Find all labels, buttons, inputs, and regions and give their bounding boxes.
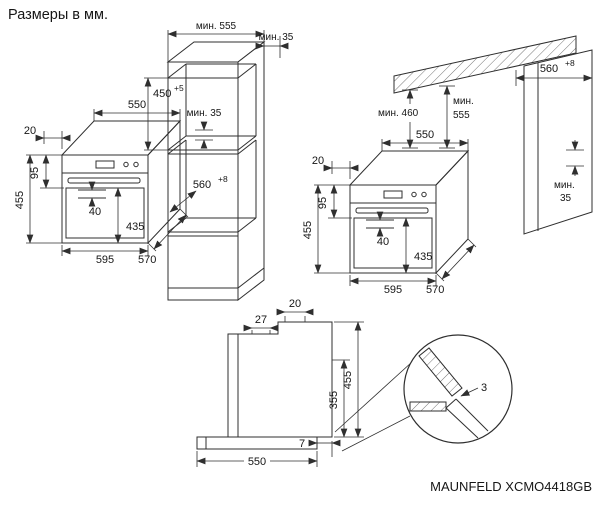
dim-label-27: 27: [255, 314, 267, 326]
dim-right-min460: мин. 460: [378, 89, 419, 149]
oven-body-profile: [227, 321, 333, 438]
dim-label-40: 40: [377, 236, 389, 248]
dim-label-550: 550: [248, 456, 266, 468]
dim-left-570: 570: [138, 208, 189, 266]
oven-handle: [67, 177, 141, 184]
dim-rt-455: 455: [302, 184, 350, 274]
oven-knob: [123, 161, 129, 168]
cabinet-panel-section: [418, 347, 463, 397]
oven-side-view-door-open: 20 27 455 355 7: [196, 298, 364, 468]
dim-right-min555: мин. 555: [439, 85, 474, 149]
dim-label-min-word: мин.: [453, 96, 474, 107]
dim-label-450-tol: +5: [174, 83, 184, 93]
oven-display: [95, 160, 115, 169]
dim-label-570: 570: [138, 254, 156, 266]
dim-rt-20: 20: [312, 155, 359, 179]
dim-rt-595: 595: [349, 275, 437, 296]
dim-rt-550: 550: [381, 129, 469, 151]
dim-left-95: 95: [26, 154, 64, 189]
dim-label-gap3: 3: [481, 382, 487, 394]
dim-label-min35-inner: мин. 35: [187, 108, 222, 119]
page-title: Размеры в мм.: [8, 7, 108, 23]
dim-label-550: 550: [416, 129, 434, 141]
dim-left-40: 40: [88, 181, 101, 218]
dim-left-20: 20: [24, 125, 71, 149]
dim-label-560: 560: [193, 179, 211, 191]
dim-label-435: 435: [414, 251, 432, 263]
oven-knob: [411, 191, 417, 198]
oven-door: [353, 217, 433, 269]
dim-label-455: 455: [14, 191, 26, 209]
dim-left-550: 550: [93, 99, 181, 121]
dim-right-min35: мин. 35: [554, 140, 584, 204]
dim-label-595: 595: [384, 284, 402, 296]
dim-sv-550: 550: [196, 451, 318, 468]
dim-left-435: 435: [114, 187, 144, 244]
dim-rt-570: 570: [426, 238, 477, 296]
dim-left-455: 455: [14, 154, 62, 244]
dim-label-20: 20: [24, 125, 36, 137]
dim-column-min35-top: мин. 35: [255, 32, 294, 58]
oven-front-face: [61, 154, 149, 244]
model-label: MAUNFELD XCMO4418GB: [430, 479, 592, 494]
dim-label-min35-top: мин. 35: [259, 32, 294, 43]
dim-label-7: 7: [299, 438, 305, 450]
worktop-hatched: [393, 35, 577, 94]
cabinet-bottom-section: [409, 401, 447, 412]
dim-label-570: 570: [426, 284, 444, 296]
dim-label-550: 550: [128, 99, 146, 111]
dim-sv-27: 27: [243, 314, 279, 334]
oven-left-view: 550 20 95 455 40 435: [14, 99, 189, 266]
dim-label-min555: мин. 555: [196, 21, 237, 32]
dim-label-95: 95: [317, 197, 329, 209]
oven-knob: [133, 161, 139, 168]
dim-rt-435: 435: [402, 217, 432, 274]
dim-label-min460: мин. 460: [378, 108, 419, 119]
dim-sv-7: 7: [299, 438, 341, 457]
dim-label-450: 450: [153, 88, 171, 100]
dim-label-455: 455: [302, 221, 314, 239]
cabinet-column: мин. 555 мин. 35 450 +5 мин. 35 560 +8: [144, 21, 294, 302]
dim-label-min35-val: 35: [560, 193, 572, 204]
dim-right-560: 560 +8: [515, 58, 593, 86]
dim-left-595: 595: [61, 245, 149, 266]
dim-niche-depth-560: 560 +8: [169, 174, 228, 213]
dim-label-560-tol: +8: [565, 58, 575, 68]
oven-top-face: [348, 150, 470, 186]
oven-front-face: [349, 184, 437, 274]
dim-label-20: 20: [312, 155, 324, 167]
oven-knob: [421, 191, 427, 198]
dim-label-355: 355: [328, 391, 340, 409]
dim-label-min35-word: мин.: [554, 180, 575, 191]
dim-column-min555: мин. 555: [167, 21, 265, 62]
dim-label-435: 435: [126, 221, 144, 233]
dim-label-560: 560: [540, 63, 558, 75]
dim-label-595: 595: [96, 254, 114, 266]
dim-sv-20: 20: [276, 298, 314, 322]
dim-rt-95: 95: [314, 184, 352, 219]
side-wall-panel: [523, 49, 593, 235]
worktop-cabinet: 560 +8 мин. 555 мин. 460 мин. 35: [378, 35, 593, 235]
oven-handle: [355, 207, 429, 214]
dim-label-555: 555: [453, 110, 470, 121]
dim-rt-40: 40: [376, 211, 389, 248]
dim-sv-355: 355: [328, 359, 350, 438]
column-side-face: [237, 40, 265, 302]
oven-side-face: [435, 149, 469, 275]
dim-label-560-tol: +8: [218, 174, 228, 184]
oven-right-view: 550 20 95 455 40 435: [302, 129, 477, 296]
dim-label-40: 40: [89, 206, 101, 218]
dim-label-95: 95: [29, 167, 41, 179]
gap-detail-view: 3: [334, 334, 513, 452]
dim-niche-min35-inner: мин. 35: [187, 108, 222, 149]
oven-display: [383, 190, 403, 199]
oven-door: [65, 187, 145, 239]
dim-label-20: 20: [289, 298, 301, 310]
